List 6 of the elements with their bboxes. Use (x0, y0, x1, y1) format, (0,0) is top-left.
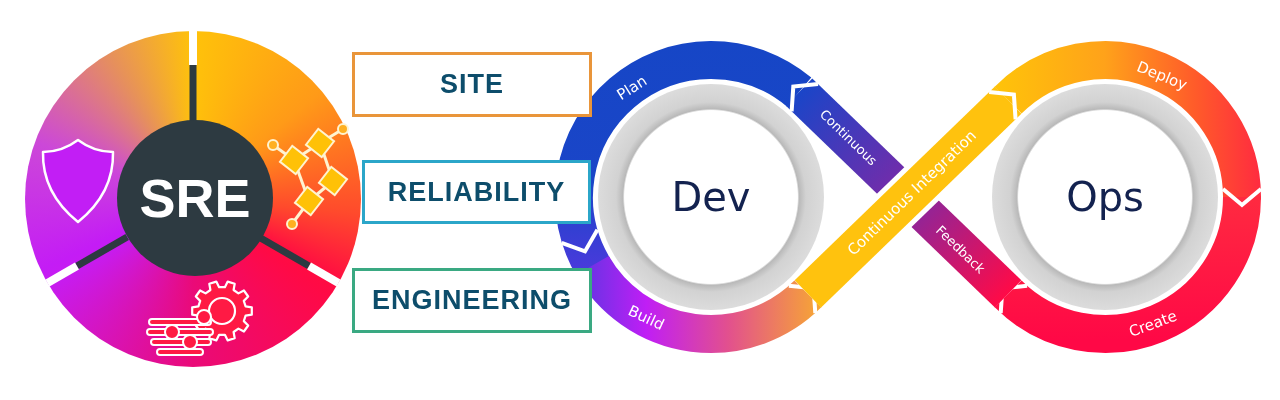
loop-stage-label: Plan (614, 72, 650, 104)
term-box: RELIABILITY (362, 160, 591, 224)
loop-stage-label: Build (625, 302, 667, 334)
term-box: SITE (352, 52, 592, 117)
term-box: ENGINEERING (352, 268, 592, 333)
loop-stage-label: Create (1126, 307, 1180, 341)
